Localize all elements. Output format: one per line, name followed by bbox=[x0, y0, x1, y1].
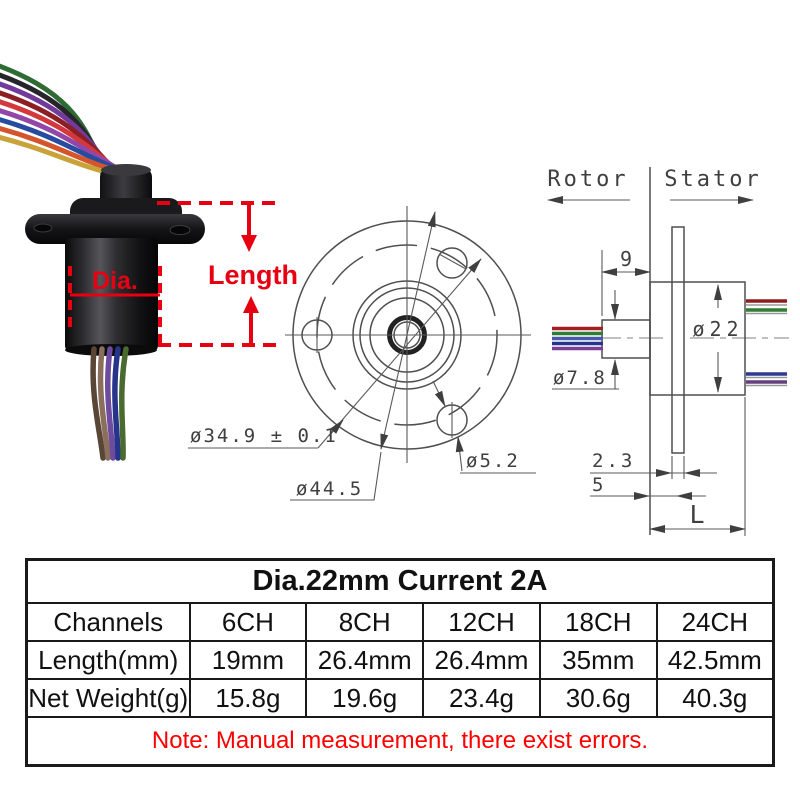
dim-flange-diameter: ø34.9 ± 0.1 bbox=[188, 258, 482, 449]
length-dim-label: L bbox=[689, 500, 704, 529]
channels-cell: 24CH bbox=[655, 602, 775, 642]
shaft-diameter-dim-label: ø7.8 bbox=[553, 367, 607, 389]
front-view-drawing: ø44.5 ø34.9 ± 0.1 ø5.2 bbox=[188, 206, 536, 501]
length-cell: 42.5mm bbox=[655, 640, 775, 680]
table-row-weight: Net Weight(g) 15.8g 19.6g 23.4g 30.6g 40… bbox=[25, 678, 775, 718]
top-wire-bundle bbox=[0, 63, 147, 181]
dim-bolt-circle: ø44.5 bbox=[290, 211, 436, 501]
rotor-label: Rotor bbox=[547, 167, 628, 192]
weight-cell: 19.6g bbox=[305, 678, 425, 718]
rotor-wires bbox=[552, 326, 603, 351]
weight-cell: 15.8g bbox=[188, 678, 308, 718]
rotor-boss-dim-label: 9 bbox=[620, 247, 632, 271]
stator-wires bbox=[746, 299, 787, 387]
length-cell: 19mm bbox=[188, 640, 308, 680]
table-note-row: Note: Manual measurement, there exist er… bbox=[25, 716, 775, 767]
hole-dim-label: ø5.2 bbox=[466, 450, 520, 472]
channels-row-label: Channels bbox=[25, 602, 191, 642]
dia-label: Dia. bbox=[92, 267, 138, 295]
length-cell: 35mm bbox=[538, 640, 658, 680]
diagram-canvas: Length Dia. ø44.5 bbox=[0, 63, 789, 536]
side-flange bbox=[671, 226, 685, 454]
length-label: Length bbox=[208, 260, 298, 290]
product-photo bbox=[0, 63, 205, 461]
dim-length: L bbox=[649, 397, 746, 536]
table-title: Dia.22mm Current 2A bbox=[25, 558, 775, 604]
dim-body-diameter: ø22 bbox=[692, 284, 743, 393]
spec-table: Dia.22mm Current 2A Channels 6CH 8CH 12C… bbox=[25, 558, 775, 767]
weight-cell: 23.4g bbox=[422, 678, 541, 718]
channels-cell: 8CH bbox=[305, 602, 425, 642]
slip-ring-flange bbox=[25, 214, 205, 244]
dim-shaft-diameter: ø7.8 bbox=[552, 290, 619, 390]
table-note: Note: Manual measurement, there exist er… bbox=[25, 716, 775, 767]
dim-rotor-boss: 9 bbox=[601, 247, 651, 316]
table-row-length: Length(mm) 19mm 26.4mm 26.4mm 35mm 42.5m… bbox=[25, 640, 775, 680]
flange-thickness-dim-label: 2.3 bbox=[592, 450, 635, 472]
table-title-row: Dia.22mm Current 2A bbox=[25, 558, 775, 604]
flange-hole-left bbox=[33, 223, 53, 233]
side-view-drawing: Rotor Stator bbox=[547, 167, 789, 536]
dim-flange-offset: 5 bbox=[590, 474, 706, 500]
weight-cell: 30.6g bbox=[538, 678, 658, 718]
channels-cell: 18CH bbox=[538, 602, 658, 642]
channels-cell: 12CH bbox=[422, 602, 541, 642]
flange-dim-label: ø34.9 ± 0.1 bbox=[190, 425, 338, 447]
weight-row-label: Net Weight(g) bbox=[25, 678, 191, 718]
dim-mounting-hole: ø5.2 bbox=[432, 380, 536, 474]
body-diameter-dim-label: ø22 bbox=[692, 317, 743, 341]
flange-offset-dim-label: 5 bbox=[592, 474, 603, 496]
table-row-channels: Channels 6CH 8CH 12CH 18CH 24CH bbox=[25, 602, 775, 642]
dia-annotation: Dia. bbox=[68, 266, 162, 347]
bottom-wire-bundle bbox=[90, 346, 129, 461]
mounting-hole-top-right bbox=[436, 247, 468, 279]
length-annotation: Length bbox=[157, 201, 298, 347]
length-row-label: Length(mm) bbox=[25, 640, 191, 680]
bolt-circle-dim-label: ø44.5 bbox=[296, 478, 363, 500]
weight-cell: 40.3g bbox=[655, 678, 775, 718]
flange-hole-right bbox=[169, 225, 191, 235]
rotor-shaft bbox=[601, 319, 651, 359]
length-cell: 26.4mm bbox=[305, 640, 425, 680]
dim-flange-thickness: 2.3 bbox=[590, 450, 717, 479]
stator-label: Stator bbox=[664, 167, 761, 192]
length-cell: 26.4mm bbox=[422, 640, 541, 680]
channels-cell: 6CH bbox=[188, 602, 308, 642]
